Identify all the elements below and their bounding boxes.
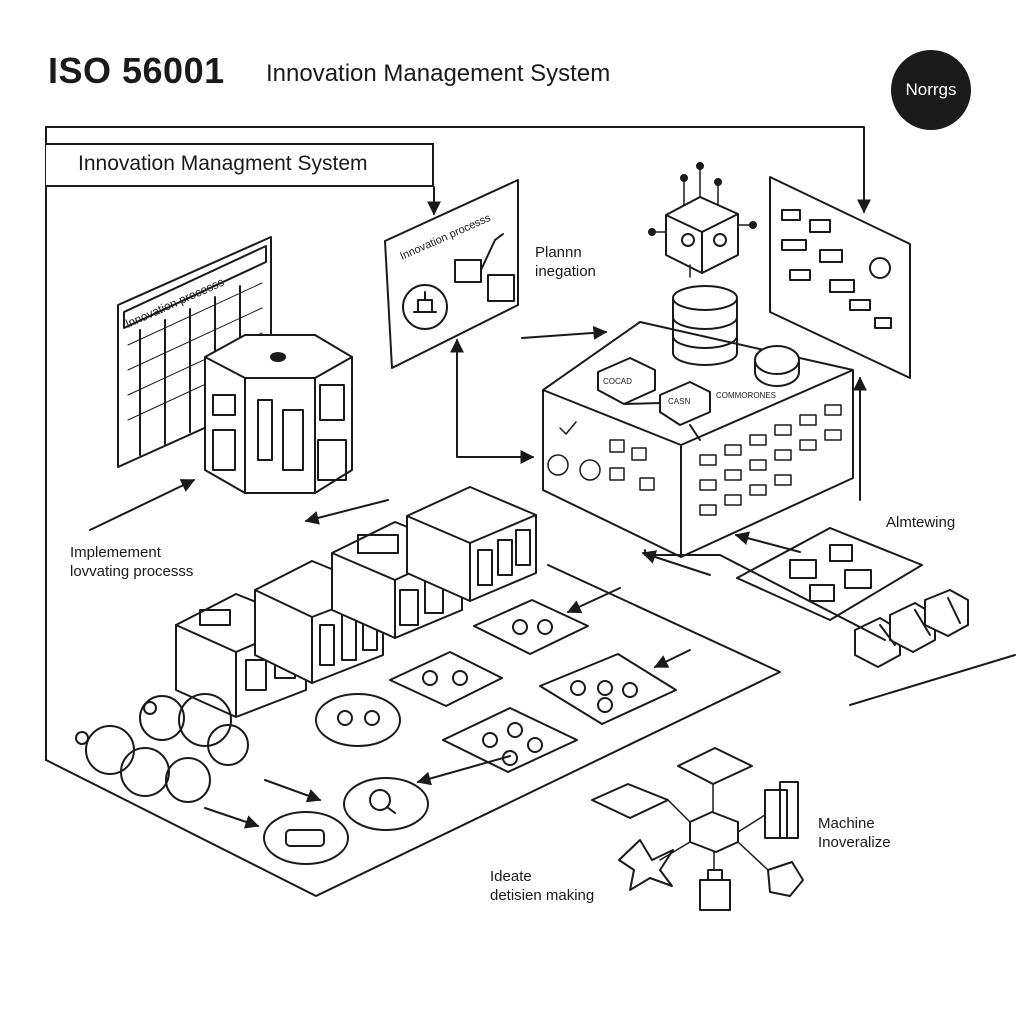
implement-label: Implemement lovvating processs (70, 543, 193, 581)
idea-plates (263, 599, 677, 865)
flow-arrows (89, 325, 886, 829)
decision-cluster (591, 747, 804, 911)
box-label-c: COMMORONES (716, 391, 776, 400)
diagram-title: ISO 56001 (48, 50, 225, 91)
box-label-a: COCAD (603, 377, 632, 386)
logo-text: Norrgs (905, 80, 957, 99)
outer-frame (45, 126, 1016, 897)
network-cube (648, 162, 757, 278)
implement-label-line1: Implemement (70, 544, 161, 561)
plan-label: Plannn inegation (535, 243, 596, 281)
machine-cubes (854, 589, 969, 668)
plan-label-line2: inegation (535, 263, 596, 280)
process-cube-row (175, 486, 537, 718)
machine-label: Machine Inoveralize (818, 814, 891, 852)
cube-4 (406, 486, 537, 602)
analytics-panel (769, 176, 911, 379)
innovation-tower (204, 334, 353, 494)
diagram-subtitle: Innovation Management System (266, 60, 611, 87)
ideate-label: Ideate detisien making (490, 867, 594, 905)
aim-label: Almtewing (886, 514, 956, 531)
monitoring-board (736, 527, 923, 621)
box-label-b: CASN (668, 397, 690, 406)
brand-logo: Norrgs (891, 50, 971, 130)
ideate-label-line2: detisien making (490, 887, 595, 904)
process-flow-panel (384, 179, 519, 369)
machine-label-line2: Inoveralize (818, 834, 891, 851)
banner-label: Innovation Managment System (78, 152, 368, 175)
implement-label-line2: lovvating processs (70, 563, 194, 580)
central-platform (542, 285, 854, 558)
machine-label-line1: Machine (818, 815, 875, 832)
ideate-label-line1: Ideate (490, 868, 532, 885)
system-banner (46, 143, 434, 187)
plan-label-line1: Plannn (535, 244, 582, 261)
gear-cluster (75, 693, 249, 803)
